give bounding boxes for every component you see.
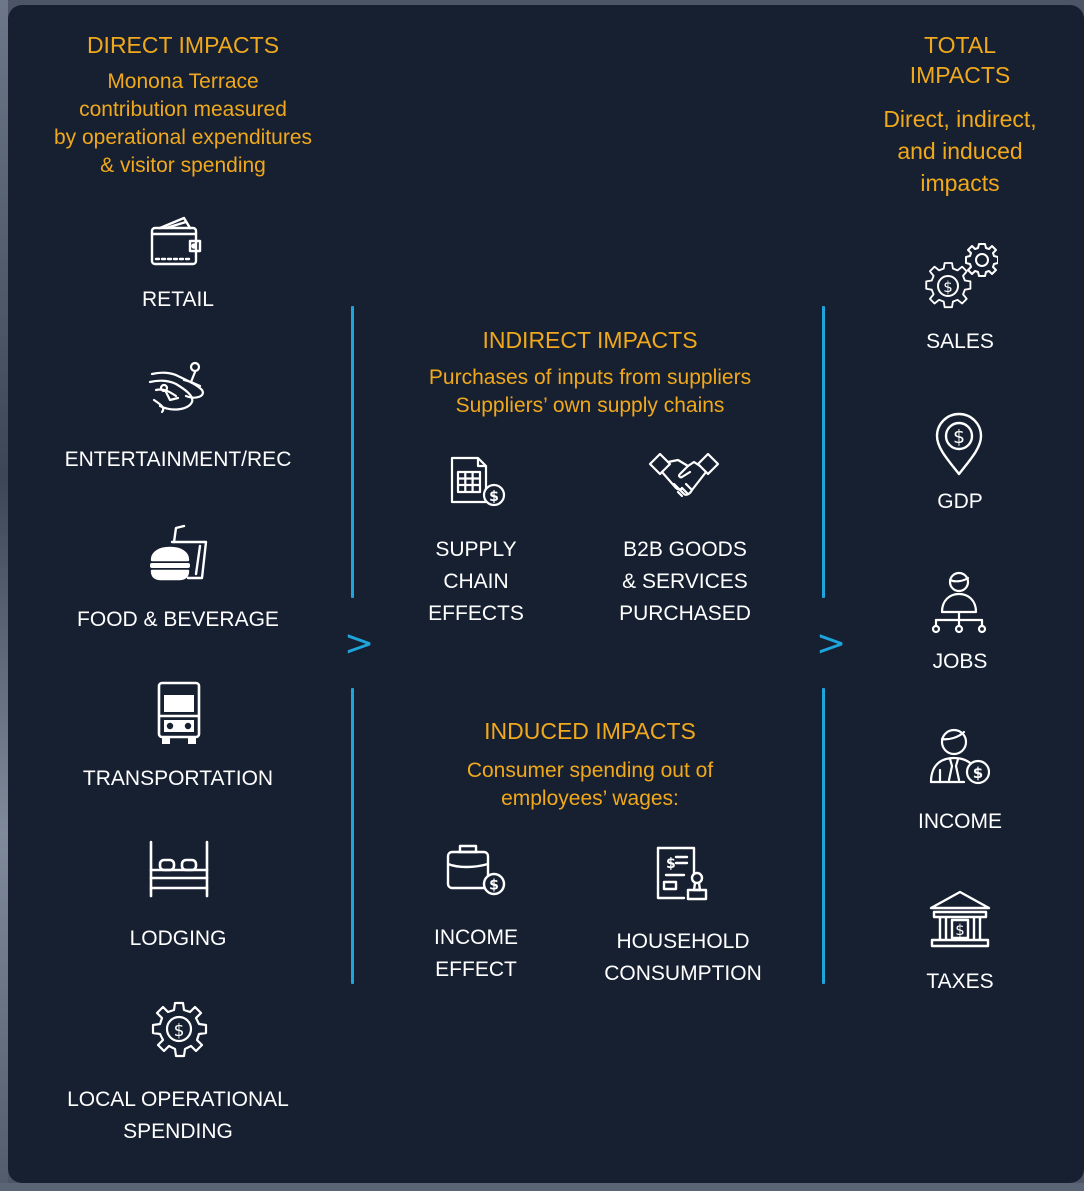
indirect-item-label: SUPPLY CHAIN EFFECTS [428, 538, 524, 625]
direct-item-label: RETAIL [142, 288, 214, 311]
total-item-label: SALES [926, 330, 994, 353]
direct-item-label: ENTERTAINMENT/REC [64, 448, 292, 471]
svg-text:$: $ [955, 921, 965, 939]
dollar-gears-icon: $ [922, 242, 998, 312]
indirect-impacts-subtitle: Purchases of inputs from suppliers Suppl… [428, 366, 752, 417]
direct-impacts-title: DIRECT IMPACTS [86, 32, 280, 58]
direct-impacts-subtitle: Monona Terrace contribution measured by … [53, 70, 312, 177]
total-item-label: INCOME [918, 810, 1002, 833]
divider-line [351, 306, 354, 598]
background-bottom-strip [0, 1183, 1084, 1191]
svg-text:$: $ [489, 878, 499, 894]
background-left-strip [0, 0, 8, 1191]
spreadsheet-dollar-icon: $ [448, 454, 508, 508]
person-dollar-icon: $ [928, 726, 994, 788]
direct-item-label: LOCAL OPERATIONAL SPENDING [67, 1088, 289, 1143]
induced-impacts-subtitle: Consumer spending out of employees’ wage… [466, 759, 714, 810]
waterslide-icon [146, 360, 210, 416]
svg-text:$: $ [174, 1021, 185, 1041]
divider-line [351, 688, 354, 984]
dollar-gear-icon: $ [146, 996, 212, 1062]
direct-item-label: TRANSPORTATION [82, 767, 274, 790]
burger-drink-icon [148, 522, 210, 582]
dollar-pin-icon: $ [934, 412, 984, 478]
receipt-stamp-icon: $ [654, 844, 716, 904]
direct-item-label: FOOD & BEVERAGE [77, 608, 279, 631]
total-item-label: GDP [937, 490, 983, 513]
indirect-item-label: B2B GOODS & SERVICES PURCHASED [619, 538, 751, 625]
induced-impacts-title: INDUCED IMPACTS [484, 718, 696, 744]
arrow-right: > [344, 623, 375, 664]
briefcase-dollar-icon: $ [444, 842, 508, 896]
arrow-right: > [816, 623, 847, 664]
wallet-icon [148, 212, 206, 268]
indirect-impacts-title: INDIRECT IMPACTS [482, 327, 698, 353]
total-item-label: JOBS [932, 650, 988, 673]
handshake-icon [648, 450, 720, 508]
induced-item-label: HOUSEHOLD CONSUMPTION [604, 930, 762, 985]
bed-icon [146, 838, 212, 900]
bank-dollar-icon: $ [928, 888, 992, 952]
org-chart-icon [928, 570, 990, 636]
svg-text:$: $ [973, 764, 983, 782]
svg-text:$: $ [943, 278, 953, 296]
divider-line [822, 688, 825, 984]
svg-text:$: $ [953, 426, 965, 448]
svg-text:$: $ [666, 856, 676, 872]
induced-item-label: INCOME EFFECT [434, 926, 518, 981]
bus-icon [156, 680, 202, 746]
direct-item-label: LODGING [129, 927, 227, 950]
total-impacts-subtitle: Direct, indirect, and induced impacts [883, 106, 1037, 196]
total-impacts-title: TOTAL IMPACTS [909, 32, 1011, 88]
svg-text:$: $ [489, 489, 499, 505]
infographic-panel [8, 5, 1084, 1183]
divider-line [822, 306, 825, 598]
total-item-label: TAXES [926, 970, 994, 993]
